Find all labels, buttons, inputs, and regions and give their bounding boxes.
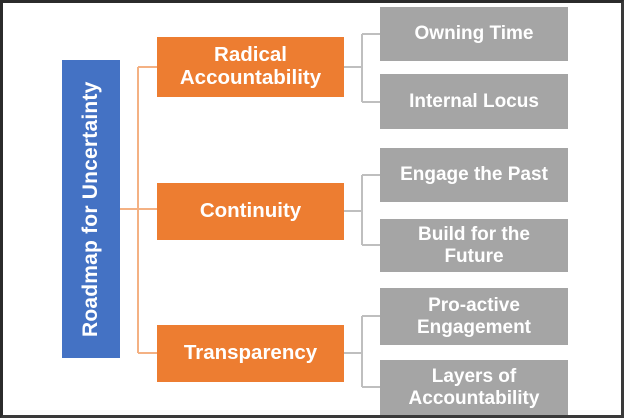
leaf-node-owning-time[interactable]: Owning Time [380,7,568,61]
leaf-node-build-for-the-future[interactable]: Build for the Future [380,219,568,272]
leaf-node-internal-locus[interactable]: Internal Locus [380,74,568,129]
leaf-node-pro-active-engagement[interactable]: Pro-active Engagement [380,288,568,345]
branch-node-continuity[interactable]: Continuity [157,183,344,240]
leaf-node-engage-the-past[interactable]: Engage the Past [380,148,568,202]
root-node-roadmap-for-uncertainty[interactable]: Roadmap for Uncertainty [62,60,120,358]
branch-node-radical-accountability[interactable]: Radical Accountability [157,37,344,97]
diagram-canvas: Roadmap for Uncertainty Radical Accounta… [3,3,621,415]
branch-node-transparency[interactable]: Transparency [157,325,344,382]
leaf-connector-group [344,32,380,389]
leaf-node-layers-of-accountability[interactable]: Layers of Accountability [380,360,568,415]
root-connector-group [120,65,157,355]
